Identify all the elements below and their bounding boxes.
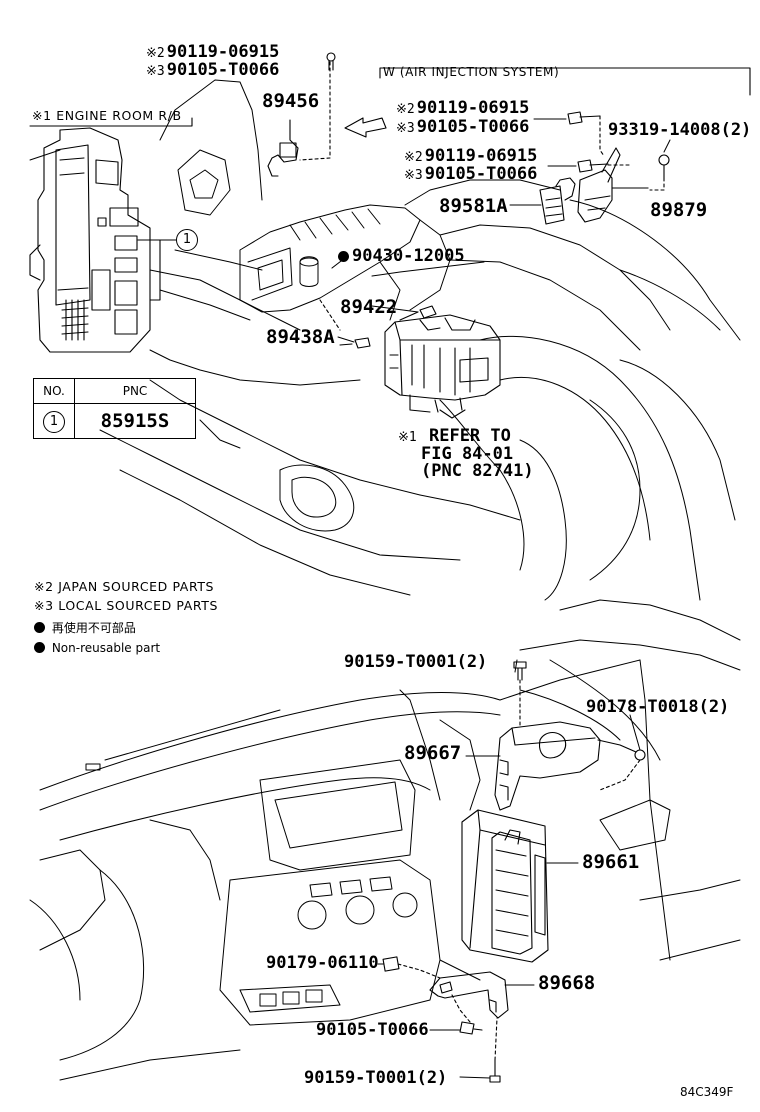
air-injection-parts-drawing [535, 111, 670, 225]
refer-mark: ※1 [398, 430, 417, 445]
part-90159-t0001-top[interactable]: 90159-T0001(2) [344, 652, 488, 672]
part-90119-06915-b[interactable]: 90119-06915 [424, 146, 538, 166]
part-90105-t0066-c[interactable]: 90105-T0066 [316, 1020, 429, 1040]
part-90178-t0018[interactable]: 90178-T0018(2) [586, 697, 730, 717]
japan-mark: ※2 [146, 46, 165, 61]
figure-code: 84C349F [680, 1085, 734, 1099]
part-90105-t0066-b[interactable]: 90105-T0066 [424, 164, 538, 184]
note-japan-sourced: ※2 JAPAN SOURCED PARTS [34, 579, 215, 594]
note-non-reusable-en: Non-reusable part [34, 642, 160, 654]
pnc-table: NO. PNC 1 85915S [33, 378, 196, 439]
non-reusable-dot-icon [338, 251, 349, 262]
non-reusable-dot-icon [34, 642, 45, 653]
engine-room-relay-box-drawing [29, 127, 161, 353]
pnc-table-header-pnc: PNC [74, 378, 196, 404]
engine-room-label: ※1 ENGINE ROOM R/B [32, 108, 182, 123]
japan-part-number: 90119-06915 [166, 42, 280, 62]
leader-lines [337, 118, 671, 1079]
direction-arrow [344, 117, 387, 138]
local-part-number: 90105-T0066 [166, 60, 280, 80]
ecu-assembly-drawing [382, 661, 646, 1083]
part-90430-12005[interactable]: 90430-12005 [352, 246, 465, 266]
part-89422[interactable]: 89422 [340, 296, 398, 318]
non-reusable-dot-icon [34, 622, 45, 633]
part-90105-t0066-a[interactable]: 90105-T0066 [416, 117, 530, 137]
engine-room-label-underline [29, 117, 193, 127]
engine-outline-drawing [29, 79, 741, 641]
pnc-table-row-no: 1 [33, 403, 75, 439]
small-parts-engine [267, 52, 501, 419]
refer-line-2[interactable]: FIG 84-01 [421, 444, 514, 464]
part-89668[interactable]: 89668 [538, 972, 596, 994]
part-90430-12005-label: 90430-12005 [338, 248, 465, 265]
part-93319-14008[interactable]: 93319-14008(2) [608, 120, 752, 140]
dashboard-drawing [29, 639, 741, 1081]
part-90159-t0001-bottom[interactable]: 90159-T0001(2) [304, 1068, 448, 1088]
local-mark: ※3 [146, 64, 165, 79]
refer-line-1: ※1 REFER TO [398, 426, 511, 446]
part-89667[interactable]: 89667 [404, 742, 462, 764]
part-89438a[interactable]: 89438A [266, 326, 335, 348]
part-89456[interactable]: 89456 [262, 90, 320, 112]
part-89661[interactable]: 89661 [582, 851, 640, 873]
refer-line-3: (PNC 82741) [421, 461, 534, 481]
pnc-table-header-no: NO. [33, 378, 75, 404]
note-local-sourced: ※3 LOCAL SOURCED PARTS [34, 598, 219, 613]
note-non-reusable-jp: 再使用不可部品 [34, 622, 136, 634]
callout-1-circle[interactable]: 1 [176, 229, 198, 251]
part-89581a[interactable]: 89581A [439, 195, 508, 217]
part-90119-06915-a[interactable]: 90119-06915 [416, 98, 530, 118]
part-90179-06110[interactable]: 90179-06110 [266, 953, 379, 973]
air-injection-group-bracket [379, 67, 751, 96]
part-89879[interactable]: 89879 [650, 199, 708, 221]
pnc-table-row-pnc[interactable]: 85915S [74, 403, 196, 439]
air-injection-label: W (AIR INJECTION SYSTEM) [383, 65, 560, 79]
